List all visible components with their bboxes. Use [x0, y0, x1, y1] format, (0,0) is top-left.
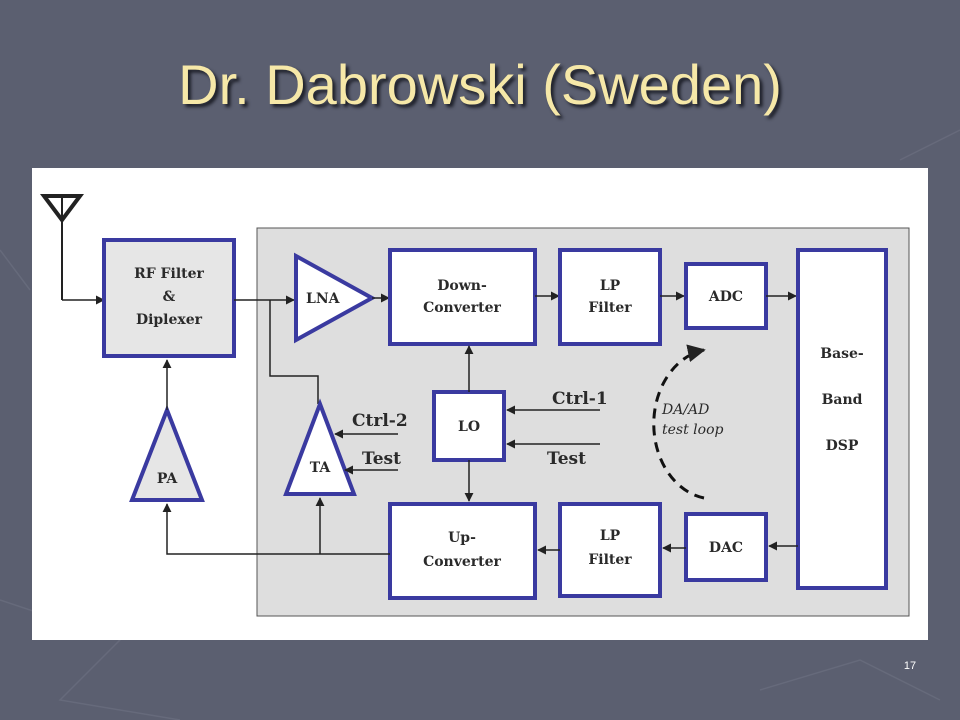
lp-filter-tx-label-line1: LP: [600, 528, 621, 544]
down-converter-block: Down- Converter: [388, 248, 537, 346]
ta-label: TA: [310, 460, 332, 476]
lo-test-label: Test: [547, 449, 586, 469]
baseband-dsp-block: Base- Band DSP: [796, 248, 888, 590]
dac-block: DAC: [684, 512, 768, 582]
diagram-canvas: RF Filter & Diplexer LNA Down- Converter…: [40, 194, 910, 617]
page-number: 17: [903, 660, 917, 672]
dac-label: DAC: [709, 540, 743, 556]
ctrl2-label: Ctrl-2: [352, 411, 408, 431]
lp-filter-rx-label-line1: LP: [600, 278, 621, 294]
lp-filter-rx-block: LP Filter: [558, 248, 662, 346]
down-converter-label-line1: Down-: [437, 278, 487, 294]
lp-filter-tx-label-line2: Filter: [588, 552, 632, 568]
adc-block: ADC: [684, 262, 768, 330]
ta-amplifier: TA: [283, 398, 357, 496]
up-converter-block: Up- Converter: [388, 502, 537, 600]
baseband-dsp-label-line1: Base-: [820, 346, 864, 362]
rf-filter-label-line1: RF Filter: [134, 266, 204, 282]
antenna-icon: [40, 194, 84, 300]
lp-filter-tx-block: LP Filter: [558, 502, 662, 598]
lo-block: LO: [432, 390, 506, 462]
test-loop-label-line2: test loop: [662, 422, 724, 438]
pa-label: PA: [157, 471, 179, 487]
adc-label: ADC: [708, 289, 743, 305]
ctrl1-label: Ctrl-1: [552, 389, 608, 409]
baseband-dsp-label-line3: DSP: [826, 438, 859, 454]
lna-amplifier: LNA: [294, 252, 377, 344]
lp-filter-rx-label-line2: Filter: [588, 300, 632, 316]
pa-amplifier: PA: [129, 404, 205, 502]
up-converter-label-line1: Up-: [448, 530, 476, 546]
test-loop-label-line1: DA/AD: [661, 402, 709, 418]
rf-filter-diplexer-block: RF Filter & Diplexer: [102, 238, 236, 358]
test-loop-arc: [652, 344, 706, 500]
baseband-dsp-label-line2: Band: [822, 392, 863, 408]
down-converter-label-line2: Converter: [423, 300, 501, 316]
slide-title: Dr. Dabrowski (Sweden): [178, 53, 782, 116]
lo-label: LO: [458, 419, 480, 435]
rf-filter-label-line3: Diplexer: [136, 312, 203, 328]
ta-test-label: Test: [362, 449, 401, 469]
rf-filter-label-line2: &: [163, 289, 176, 305]
lna-label: LNA: [306, 291, 341, 307]
transceiver-block-diagram: RF Filter & Diplexer LNA Down- Converter…: [32, 168, 928, 640]
up-converter-label-line2: Converter: [423, 554, 501, 570]
